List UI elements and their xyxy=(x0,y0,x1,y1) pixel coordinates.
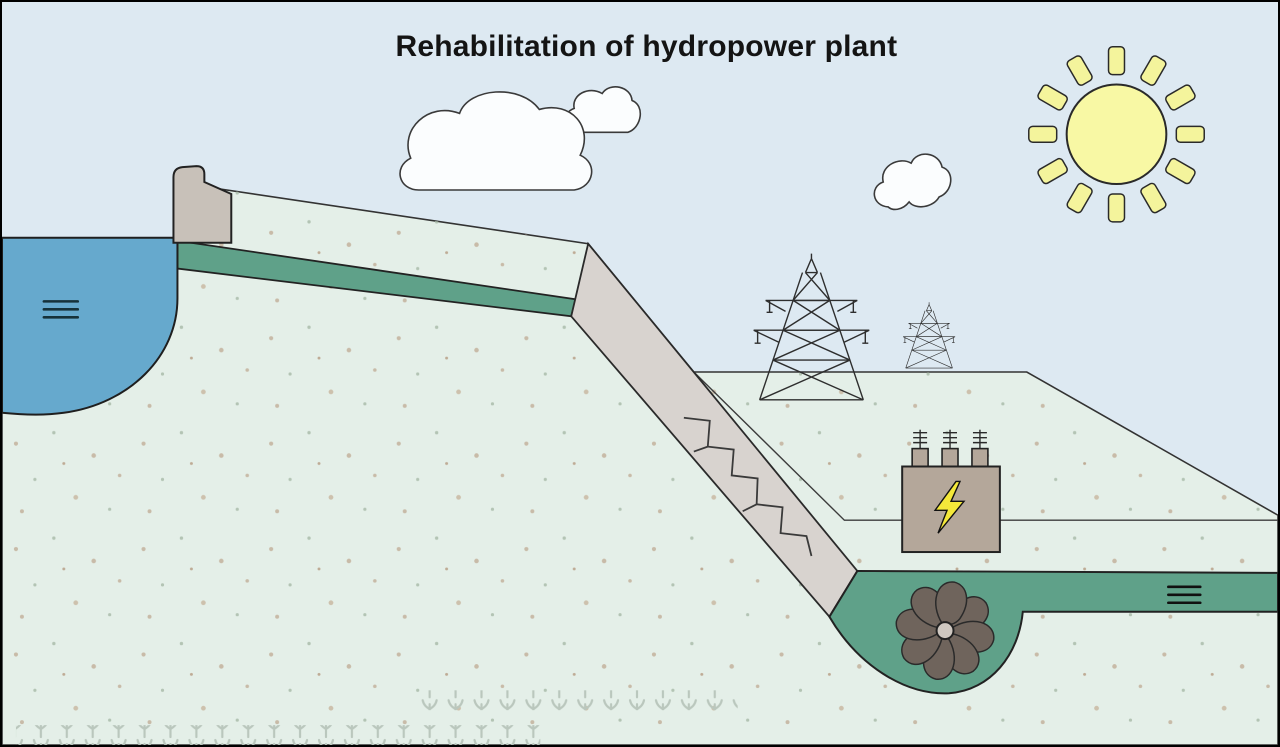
transformer-bushings xyxy=(913,429,987,449)
turbine-runner xyxy=(889,575,1001,686)
terrain-edge-lines xyxy=(693,371,1278,521)
dam-structure xyxy=(172,165,233,244)
reservoir-level-icon xyxy=(42,300,80,319)
cloud-icon-small-far-right xyxy=(873,153,952,211)
cloud-icon-large xyxy=(399,91,593,191)
lightning-bolt-icon xyxy=(933,480,966,534)
reservoir-water xyxy=(2,236,179,416)
tailrace-flow-icon xyxy=(1167,585,1202,605)
sun-icon xyxy=(1028,46,1205,223)
turbine-hub xyxy=(935,621,955,641)
crop-field-row-upper xyxy=(420,690,738,711)
transformer-body xyxy=(901,465,1001,554)
crop-field-row-lower xyxy=(15,725,541,745)
diagram-title: Rehabilitation of hydropower plant xyxy=(395,30,898,63)
transformer-substation xyxy=(901,429,1001,554)
crack-icon xyxy=(683,416,813,557)
